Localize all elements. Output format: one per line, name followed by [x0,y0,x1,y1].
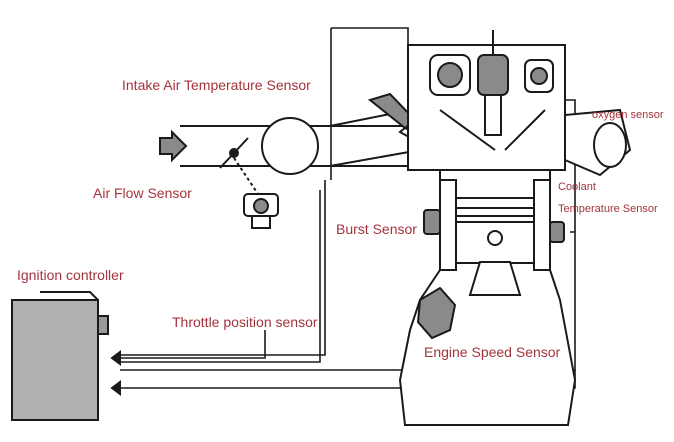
coolant-temperature-sensor-body [549,221,565,243]
burst-sensor-body [423,209,441,235]
air-flow-sensor-body [219,137,279,229]
label-air-flow-sensor: Air Flow Sensor [93,185,192,201]
exhaust-manifold [564,108,632,177]
signal-arrow-icon [110,350,121,366]
label-burst-sensor: Burst Sensor [336,221,417,237]
ignition-controller-box [11,291,109,421]
cylinder-head [407,44,566,171]
label-engine-speed-sensor: Engine Speed Sensor [424,344,561,360]
label-ignition-controller: Ignition controller [17,267,124,283]
intake-arrow-icon [159,129,188,163]
label-temperature-sensor: Temperature Sensor [558,203,658,215]
spark-plug [477,30,509,136]
label-throttle-position-sensor: Throttle position sensor [172,314,318,330]
piston [455,207,535,296]
engine-speed-sensor-body [416,286,457,340]
label-intake-air-temperature-sensor: Intake Air Temperature Sensor [122,77,311,93]
intake-air-temperature-sensor-body [261,117,319,175]
signal-arrow-icon [110,380,121,396]
label-coolant: Coolant [558,181,596,193]
label-oxygen-sensor: oxygen sensor [592,109,664,121]
